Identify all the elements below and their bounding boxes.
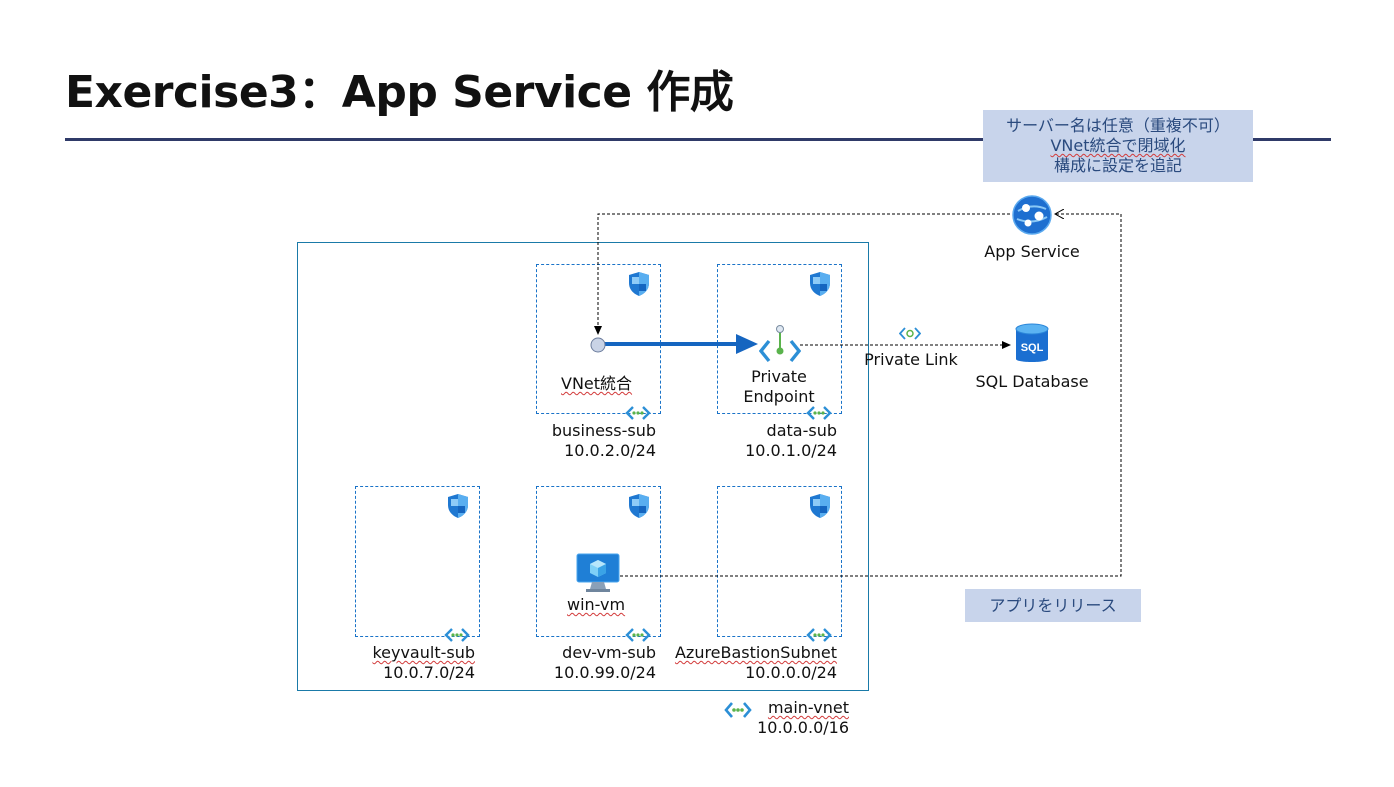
subnet-data-cidr: 10.0.1.0/24 [745,441,837,460]
shield-icon [629,272,649,296]
subnet-data-label: data-sub 10.0.1.0/24 [676,421,837,461]
vnet-name: main-vnet [738,698,849,718]
shield-icon [629,494,649,518]
vnet-container [297,242,869,691]
subnet-icon [806,406,832,420]
shield-icon [810,494,830,518]
page-title: Exercise3：App Service 作成 [65,67,734,118]
subnet-devvm-cidr: 10.0.99.0/24 [553,663,656,682]
virtual-machine-icon [576,553,620,592]
subnet-keyvault-box [355,486,480,637]
shield-icon [810,272,830,296]
private-endpoint-label: Private Endpoint [729,367,829,407]
private-endpoint-label-line2: Endpoint [743,387,815,406]
subnet-business-label: business-sub 10.0.2.0/24 [495,421,656,461]
win-vm-label-text: win-vm [567,595,626,614]
vnet-integration-label-text: VNet統合 [561,374,633,393]
subnet-icon [625,406,651,420]
subnet-devvm-box [536,486,661,637]
subnet-data-name: data-sub [766,421,837,440]
callout-line-2: VNet統合で閉域化 [983,136,1253,156]
private-link-icon [899,327,921,340]
subnet-bastion-box [717,486,842,637]
app-service-label: App Service [984,242,1080,261]
vnet-name-text: main-vnet [767,698,849,717]
vnet-cidr: 10.0.0.0/16 [757,718,849,737]
private-endpoint-label-line1: Private [751,367,807,386]
callout-release-text: アプリをリリース [989,596,1117,615]
subnet-bastion-cidr: 10.0.0.0/24 [745,663,837,682]
sql-database-label: SQL Database [975,372,1089,391]
subnet-icon [444,628,470,642]
app-service-to-vnet-integration-line [594,213,1010,335]
private-endpoint-icon [759,325,801,363]
subnet-devvm-name: dev-vm-sub [562,643,656,662]
app-service-icon [1012,195,1052,235]
shield-icon [448,494,468,518]
subnet-keyvault-cidr: 10.0.7.0/24 [383,663,475,682]
subnet-business-name: business-sub [551,421,656,440]
callout-line-2-text: VNet統合で閉域化 [1050,136,1186,155]
vnet-integration-arrowhead [736,334,758,354]
win-vm-label: win-vm [567,595,625,615]
callout-release-note: アプリをリリース [965,589,1141,622]
subnet-icon [806,628,832,642]
callout-line-3: 構成に設定を追記 [1053,156,1182,175]
svg-text:SQL: SQL [1021,342,1044,354]
vnet-icon [724,702,752,718]
vnet-integration-label: VNet統合 [561,374,632,394]
subnet-keyvault-name-text: keyvault-sub [372,643,475,662]
subnet-devvm-label: dev-vm-sub 10.0.99.0/24 [495,643,656,683]
subnet-data-box [717,264,842,414]
subnet-bastion-label: AzureBastionSubnet 10.0.0.0/24 [646,643,837,683]
vnet-label: main-vnet 10.0.0.0/16 [738,698,849,738]
callout-app-service-note: サーバー名は任意（重複不可） VNet統合で閉域化 構成に設定を追記 [983,110,1253,182]
subnet-icon [625,628,651,642]
subnet-bastion-name: AzureBastionSubnet [646,643,837,663]
private-link-label: Private Link [864,350,958,369]
subnet-keyvault-name: keyvault-sub [314,643,475,663]
subnet-business-cidr: 10.0.2.0/24 [564,441,656,460]
subnet-keyvault-label: keyvault-sub 10.0.7.0/24 [314,643,475,683]
title-divider [65,138,1331,141]
sql-database-icon: SQL [1015,323,1049,362]
subnet-bastion-name-text: AzureBastionSubnet [674,643,837,662]
callout-line-1: サーバー名は任意（重複不可） [1006,116,1230,135]
vnet-integration-node [590,337,606,353]
vm-to-app-service-release-line [620,214,1122,577]
